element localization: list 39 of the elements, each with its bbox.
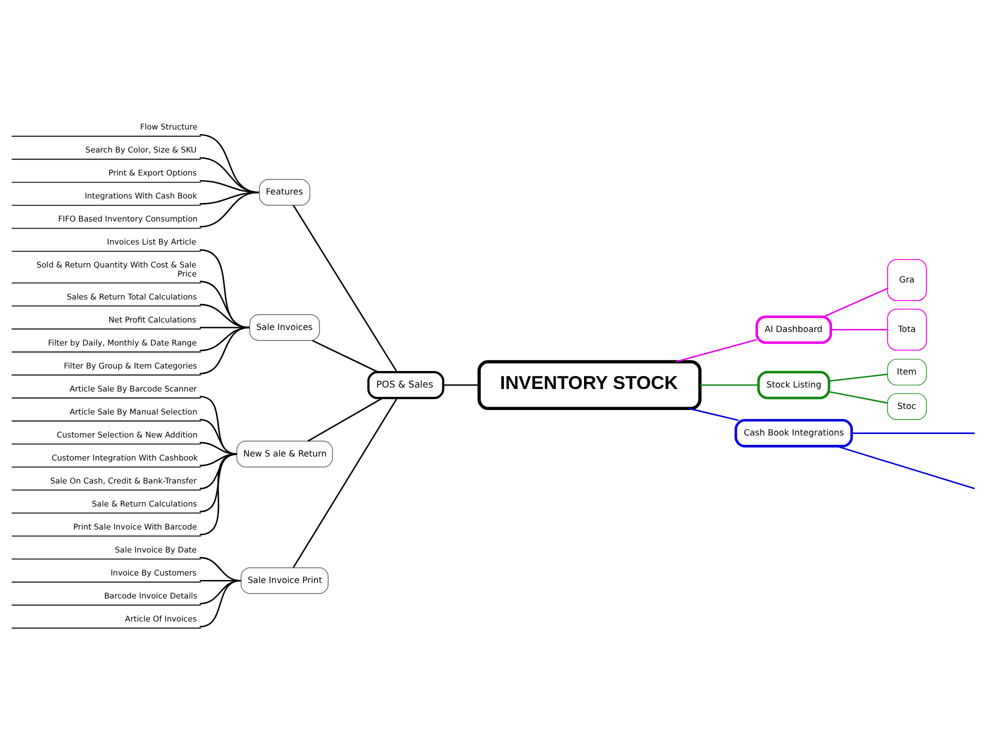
connector	[443, 384, 480, 386]
connector	[824, 288, 888, 318]
node-box: Sale Invoice Print	[240, 567, 328, 594]
connector	[200, 556, 241, 582]
node-box: Gra	[887, 259, 927, 302]
connector	[200, 192, 259, 228]
connector	[852, 432, 975, 434]
node-box: AI Dashboard	[755, 316, 832, 344]
connector	[308, 397, 383, 442]
connector	[200, 304, 250, 328]
connector	[831, 328, 888, 330]
node-box: New S ale & Return	[236, 440, 333, 468]
connector	[200, 580, 241, 628]
node-box: POS & Sales	[367, 371, 444, 400]
connector	[200, 280, 250, 328]
connector	[200, 418, 237, 455]
connector	[200, 192, 259, 205]
connector	[829, 391, 888, 404]
node-box: Sale Invoices	[249, 314, 320, 341]
connector	[200, 249, 250, 328]
connector	[292, 398, 398, 568]
connector	[200, 396, 237, 455]
node-box: Features	[259, 179, 310, 206]
connector	[829, 374, 888, 382]
connector	[688, 408, 739, 421]
connector	[292, 204, 398, 372]
node-box: Cash Book Integrations	[734, 419, 853, 448]
connector	[312, 340, 378, 373]
node-box: INVENTORY STOCK	[478, 360, 702, 410]
connector	[200, 326, 250, 374]
node-box: Item	[887, 358, 927, 386]
node-box: Tota	[887, 308, 927, 351]
connector	[836, 446, 975, 490]
connector	[200, 442, 237, 455]
connector	[676, 338, 757, 362]
connector	[200, 453, 237, 536]
connector	[700, 384, 758, 386]
node-box: Stoc	[887, 393, 927, 420]
node-box: Stock Listing	[757, 370, 830, 400]
